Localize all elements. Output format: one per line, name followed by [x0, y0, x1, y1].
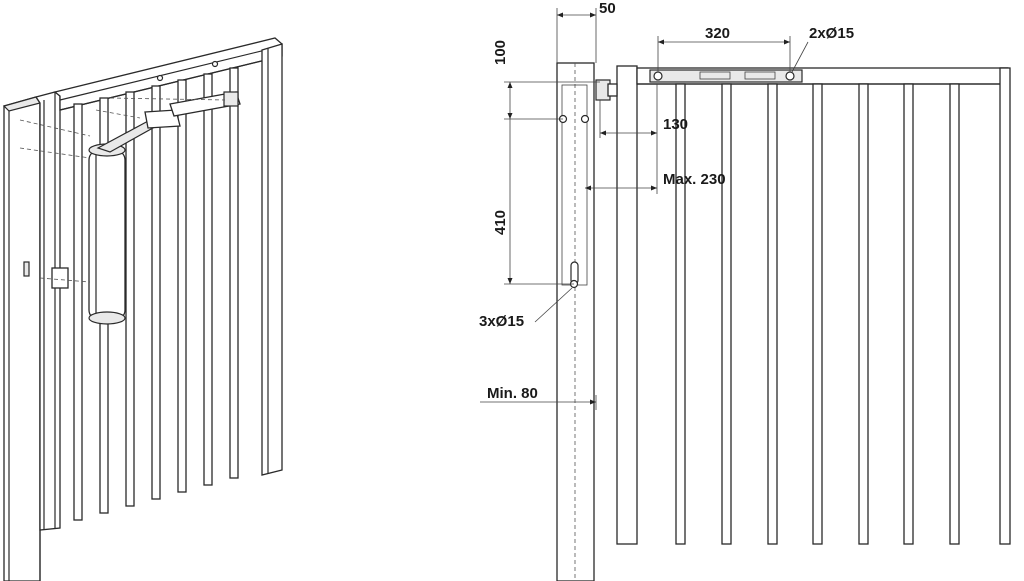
dim-3x15-label: 3xØ15: [479, 313, 524, 330]
dim-50-label: 50: [599, 0, 616, 17]
isometric-post: [2, 96, 41, 581]
isometric-guides: [19, 97, 226, 283]
elevation-post: [556, 62, 595, 581]
dim-min80-label: Min. 80: [487, 385, 538, 402]
dim-410-label: 410: [492, 210, 509, 235]
elevation-rail-plate: [649, 69, 803, 83]
elevation-gate-stile: [616, 65, 638, 545]
isometric-view: [2, 37, 283, 581]
dim-max230-label: Max. 230: [663, 171, 726, 188]
elevation-pickets: [675, 83, 960, 545]
isometric-bracket: [23, 261, 69, 289]
elevation-view: 50 320 2xØ15 100 130 Max. 230 410 3xØ15 …: [479, 0, 1011, 581]
dim-2x15-label: 2xØ15: [809, 25, 854, 42]
elevation-hinge: [558, 79, 618, 289]
isometric-closer: [88, 91, 241, 325]
dim-130-label: 130: [663, 116, 688, 133]
isometric-gate-stile: [34, 91, 61, 531]
dimension-lines: [480, 8, 809, 410]
dim-100-label: 100: [492, 40, 509, 65]
dim-320-label: 320: [705, 25, 730, 42]
isometric-end-stile: [261, 43, 283, 476]
